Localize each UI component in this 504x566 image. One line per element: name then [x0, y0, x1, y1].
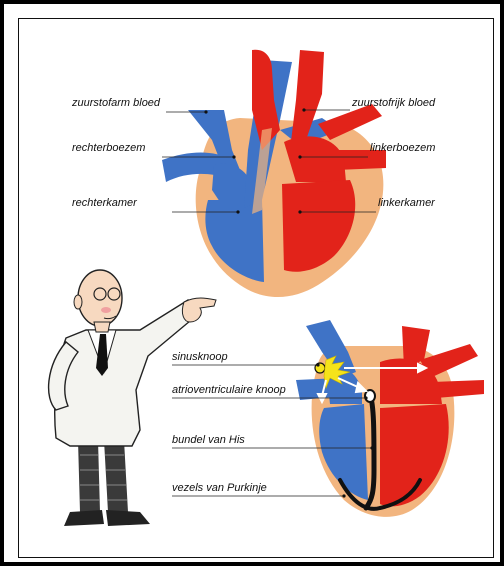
label-rechterboezem: rechterboezem: [72, 142, 145, 154]
label-bundel-van-his: bundel van His: [172, 434, 245, 446]
doctor-head: [78, 270, 122, 326]
label-av-knoop: atrioventriculaire knoop: [172, 384, 286, 396]
label-linkerkamer: linkerkamer: [378, 197, 436, 209]
label-linkerboezem: linkerboezem: [370, 142, 435, 154]
doctor-cheek: [101, 307, 111, 313]
doctor-neck: [94, 322, 110, 332]
label-rechterkamer: rechterkamer: [72, 197, 138, 209]
heart-conduction: [296, 320, 484, 517]
doctor-pointing-hand: [182, 298, 216, 322]
doctor-lab-coat: [55, 300, 196, 446]
label-purkinje: vezels van Purkinje: [172, 482, 267, 494]
label-zuurstofarm-bloed: zuurstofarm bloed: [71, 97, 161, 109]
label-zuurstofrijk-bloed: zuurstofrijk bloed: [351, 97, 436, 109]
doctor-trousers: [78, 440, 128, 512]
doctor-ear: [74, 295, 82, 309]
doctor-shoe-left: [64, 510, 104, 526]
label-sinusknoop: sinusknoop: [172, 351, 228, 363]
doctor-shoe-right: [106, 510, 150, 526]
heart-circulation: [162, 50, 386, 297]
